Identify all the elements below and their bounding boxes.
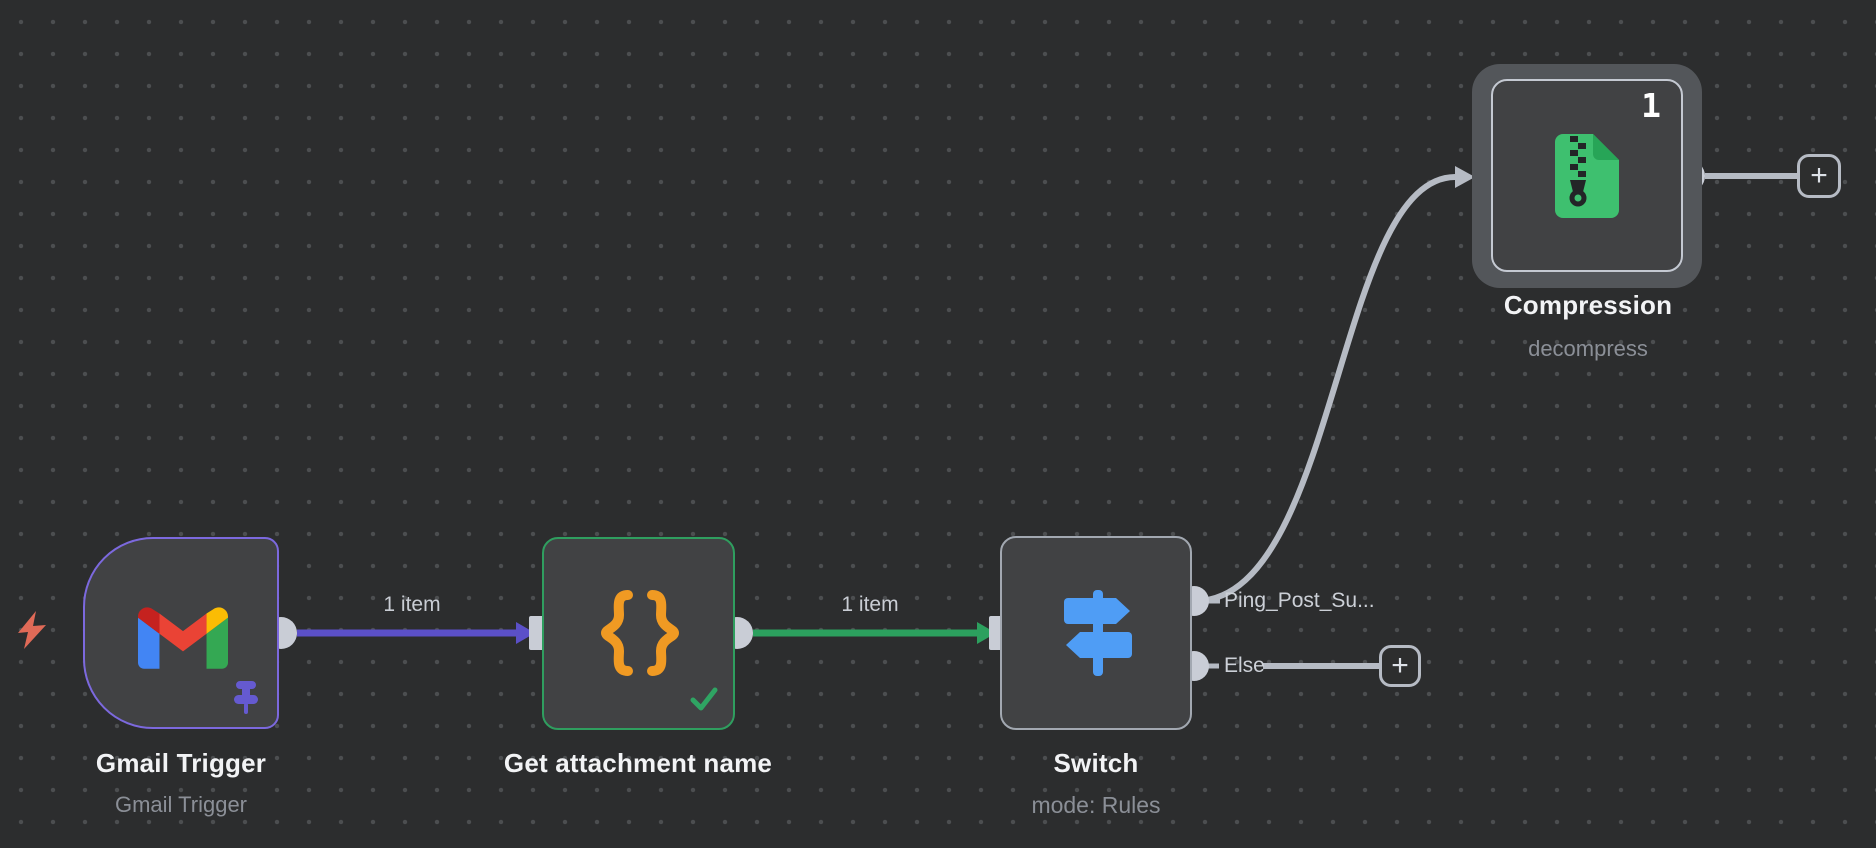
node-compression[interactable]: 1 — [1491, 79, 1683, 272]
node-switch[interactable] — [1000, 536, 1192, 730]
connection-switch-to-compression[interactable] — [1196, 174, 1456, 604]
node-title-switch: Switch — [1053, 748, 1139, 778]
input-port[interactable] — [529, 616, 544, 650]
node-subtitle-switch: mode: Rules — [1031, 792, 1161, 818]
items-count-badge: 1 — [1641, 86, 1661, 125]
connection-arrow-icon — [516, 622, 535, 644]
connection-arrow-icon — [1455, 166, 1475, 188]
node-title-compression: Compression — [1503, 290, 1673, 320]
code-braces-icon — [600, 590, 680, 676]
node-get-attachment-name[interactable] — [542, 537, 735, 730]
node-subtitle-compression: decompress — [1528, 336, 1648, 361]
node-title-get-attachment-name: Get attachment name — [503, 748, 773, 778]
add-node-button[interactable]: + — [1379, 645, 1421, 687]
output-label-ping-post: Ping_Post_Su... — [1224, 589, 1375, 612]
plus-icon: + — [1391, 649, 1409, 682]
pin-icon — [234, 681, 258, 714]
success-check-icon — [690, 687, 718, 711]
connection-arrow-icon — [977, 622, 996, 644]
zip-file-icon — [1555, 134, 1619, 218]
edge-label-one-item: 1 item — [841, 593, 899, 616]
lightning-icon — [18, 611, 46, 649]
gmail-icon — [138, 607, 228, 669]
node-title-gmail-trigger: Gmail Trigger — [95, 748, 267, 778]
edge-label-one-item: 1 item — [383, 593, 441, 616]
plus-icon: + — [1810, 159, 1828, 192]
signpost-icon — [1064, 590, 1132, 676]
node-selection-halo: 1 — [1472, 64, 1702, 288]
output-label-else: Else — [1224, 654, 1265, 677]
node-gmail-trigger[interactable] — [83, 537, 279, 729]
node-subtitle-gmail-trigger: Gmail Trigger — [114, 792, 248, 817]
add-node-button[interactable]: + — [1797, 154, 1841, 198]
